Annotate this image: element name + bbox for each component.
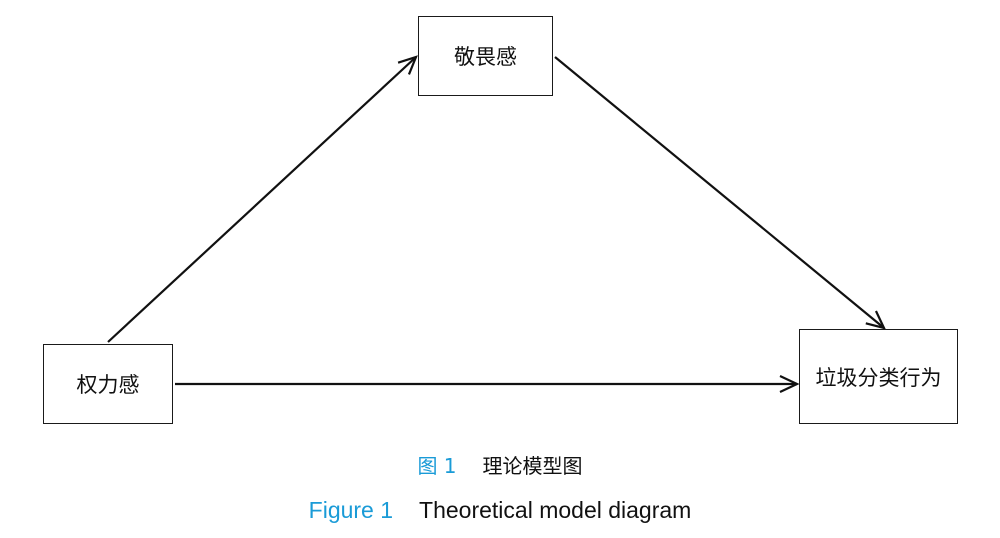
node-behavior-outcome: 垃圾分类行为	[799, 329, 958, 424]
edge-awe-to-behavior	[554, 56, 886, 330]
node-awe: 敬畏感	[418, 16, 553, 96]
figure-number-english: Figure 1	[308, 497, 394, 523]
figure-number-chinese: 图 1	[417, 454, 457, 478]
figure-title-english: Theoretical model diagram	[419, 497, 692, 523]
node-power: 权力感	[43, 344, 173, 424]
figure-caption-english: Figure 1 Theoretical model diagram	[0, 497, 1000, 524]
edge-power-to-awe	[107, 55, 418, 343]
figure-caption-chinese: 图 1 理论模型图	[0, 450, 1000, 479]
figure-title-chinese: 理论模型图	[482, 454, 583, 478]
